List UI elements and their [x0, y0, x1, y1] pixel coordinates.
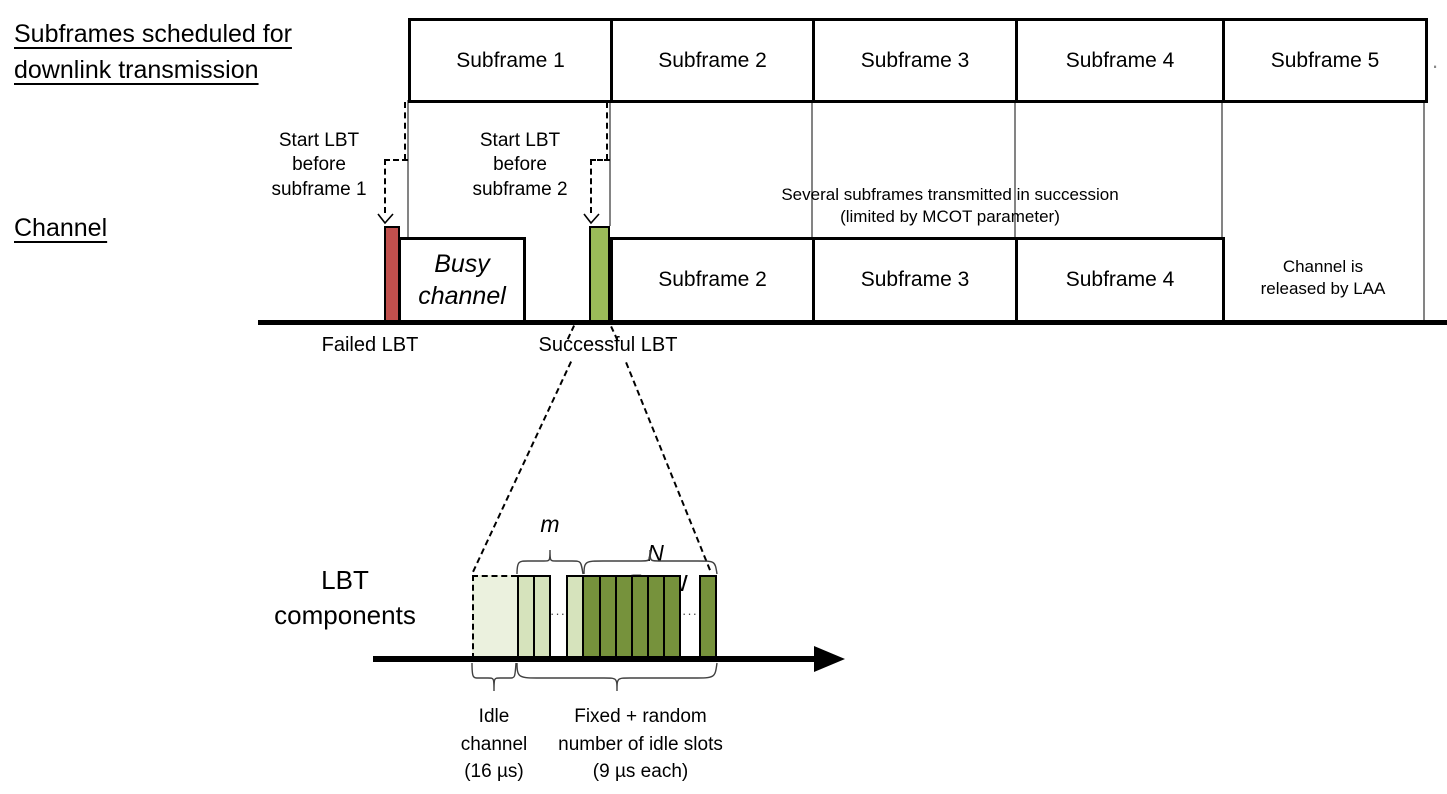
lbt2-connector-horizontal	[590, 159, 610, 161]
lbt1-arrowhead-icon	[377, 213, 394, 225]
gridline	[1423, 100, 1425, 321]
lbt-time-arrowhead-icon	[814, 646, 845, 672]
top-subframe-4-label: Subframe 4	[1065, 48, 1175, 72]
channel-subframe-4: Subframe 4	[1015, 237, 1225, 323]
idle-channel-box	[472, 575, 517, 659]
channel-released-label: Channel is released by LAA	[1260, 257, 1386, 298]
start-lbt-1-label: Start LBT before subframe 1	[271, 130, 367, 200]
several-subframes-label: Several subframes transmitted in success…	[781, 185, 1119, 226]
top-subframe-3-label: Subframe 3	[860, 48, 970, 72]
funnel-line-left	[472, 361, 572, 573]
fixed-idle-slot	[533, 575, 551, 659]
m-brace	[516, 549, 584, 575]
top-subframe-1: Subframe 1	[408, 18, 613, 103]
top-subframe-2: Subframe 2	[610, 18, 815, 103]
channel-subframe-3: Subframe 3	[812, 237, 1018, 323]
top-subframe-3: Subframe 3	[812, 18, 1018, 103]
start-lbt-2-label: Start LBT before subframe 2	[472, 130, 568, 200]
lbt2-arrowhead-icon	[583, 213, 600, 225]
channel-timeline	[258, 320, 1447, 325]
top-subframe-2-label: Subframe 2	[658, 48, 767, 72]
scheduled-subframes-heading: Subframes scheduled for downlink transmi…	[14, 20, 292, 85]
lbt2-connector-vertical-top	[606, 102, 608, 160]
idle-channel-label: Idle channel (16 µs)	[460, 706, 528, 783]
lbt-components-title: LBT components	[274, 565, 416, 631]
channel-subframe-3-label: Subframe 3	[860, 268, 970, 291]
fixed-random-brace	[516, 662, 718, 692]
channel-subframe-2-label: Subframe 2	[658, 268, 767, 291]
gridline	[407, 100, 409, 237]
random-idle-slot	[699, 575, 717, 659]
busy-channel-box: Busy channel	[398, 237, 526, 323]
slot-ellipsis: ···	[682, 606, 698, 621]
successful-lbt-label: Successful LBT	[538, 334, 678, 356]
lbt-time-arrow-line	[373, 656, 818, 662]
gridline	[1221, 100, 1223, 321]
gridline	[811, 100, 813, 237]
lbt1-connector-vertical-down	[384, 159, 386, 213]
top-subframe-5-label: Subframe 5	[1270, 48, 1380, 72]
top-subframe-5: Subframe 5	[1222, 18, 1428, 103]
lbt1-connector-vertical-top	[404, 102, 406, 160]
idle-brace	[471, 662, 517, 692]
channel-heading: Channel	[14, 214, 108, 242]
gridline	[609, 100, 611, 226]
top-subframe-4: Subframe 4	[1015, 18, 1225, 103]
successful-lbt-bar	[589, 226, 610, 323]
fixed-random-label: Fixed + random number of idle slots (9 µ…	[558, 706, 723, 783]
lbt2-connector-vertical-down	[590, 159, 592, 213]
failed-lbt-label: Failed LBT	[321, 334, 419, 356]
busy-channel-label: Busy channel	[418, 250, 506, 310]
gridline	[1014, 100, 1016, 237]
slot-ellipsis: ···	[550, 606, 566, 621]
m-label: m	[540, 511, 560, 537]
random-idle-slot	[663, 575, 681, 659]
top-subframe-1-label: Subframe 1	[456, 48, 565, 72]
channel-subframe-4-label: Subframe 4	[1065, 268, 1175, 291]
n-brace	[583, 549, 718, 575]
lbt1-connector-horizontal	[384, 159, 408, 161]
channel-subframe-2: Subframe 2	[610, 237, 815, 323]
continuation-dot: .	[1432, 48, 1439, 73]
